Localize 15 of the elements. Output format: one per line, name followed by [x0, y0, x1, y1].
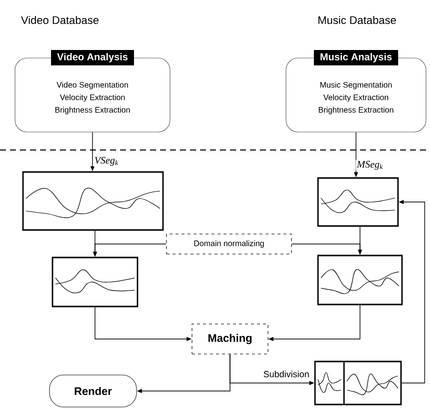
edge-label: MSeg$_{k}$ — [356, 160, 384, 171]
heading: Video Database — [21, 16, 99, 24]
analysis-box: Video Analysis Video Segmentation Velocity Extraction Brightness Extraction — [14, 50, 170, 132]
edge-label: VSeg$_{k}$ — [93, 156, 120, 167]
split-waveform-chart — [314, 360, 402, 406]
waveform-chart — [317, 177, 399, 227]
waveform-chart — [22, 171, 164, 231]
edge-label: Subdivision — [262, 370, 310, 378]
waveform-chart — [52, 256, 138, 308]
analysis-box: Music Analysis Music Segmentation Velocity Extraction Brightness Extraction — [286, 50, 426, 132]
waveform-chart — [317, 254, 403, 306]
heading: Music Database — [318, 16, 396, 24]
terminal-box: Render — [49, 374, 137, 408]
process-box: Maching — [192, 324, 268, 354]
process-box: Domain normalizing — [166, 234, 292, 254]
